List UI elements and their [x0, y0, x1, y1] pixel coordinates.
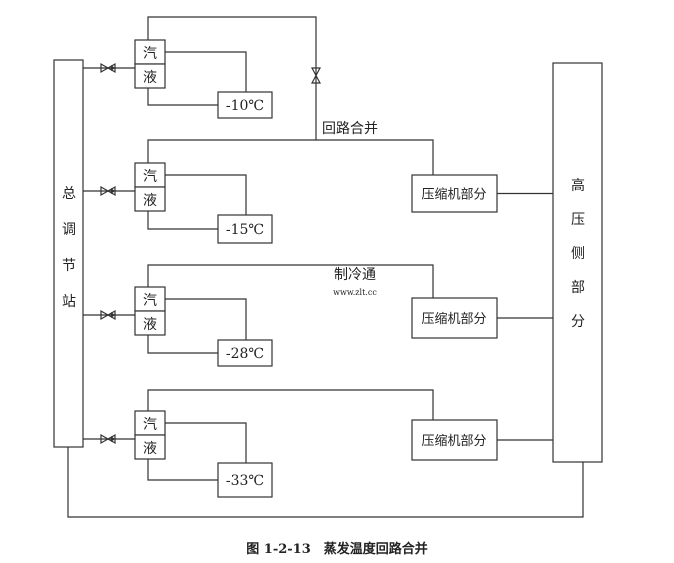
watermark-url: www.zlt.cc [333, 288, 377, 297]
pipe-line [165, 174, 247, 215]
liquid-box [134, 63, 166, 89]
merge-label: 回路合并 [322, 121, 378, 137]
valve-icon [100, 433, 116, 445]
temperature-label: -28℃ [226, 346, 264, 362]
temperature-label: -15℃ [226, 222, 264, 238]
suction-line [147, 264, 434, 298]
high-pressure-side-label: 压 [571, 212, 585, 228]
valve-arrow-icon [111, 65, 115, 71]
merge-line [147, 16, 317, 140]
liquid-label: 液 [143, 70, 157, 86]
valve-icon [311, 67, 321, 84]
pipe-line [147, 459, 218, 481]
temperature-box [217, 91, 273, 119]
vapor-label: 汽 [143, 417, 157, 433]
high-pressure-side-label: 侧 [571, 246, 585, 262]
temperature-label: -33℃ [226, 473, 264, 489]
liquid-box [134, 310, 166, 336]
temperature-label: -10℃ [226, 98, 264, 114]
liquid-label: 液 [143, 441, 157, 457]
compressor-label: 压缩机部分 [421, 187, 486, 203]
valve-arrow-icon [111, 436, 115, 442]
liquid-box [134, 186, 166, 212]
valve-arrow-icon [111, 188, 115, 194]
high-pressure-side-box [552, 62, 603, 463]
valve-icon [100, 309, 116, 321]
pipe-line [165, 298, 247, 340]
vapor-box [134, 39, 166, 65]
suction-line [147, 139, 434, 175]
return-line [67, 447, 584, 518]
control-station-label: 站 [62, 294, 76, 310]
valve-icon [100, 185, 116, 197]
pipe-line [147, 211, 218, 230]
pipe-line [147, 335, 218, 354]
watermark-logo: 制冷通 [334, 267, 376, 283]
high-pressure-side-label: 部 [571, 280, 585, 296]
control-station-label: 总 [62, 186, 76, 202]
valve-icon [100, 62, 116, 74]
vapor-label: 汽 [143, 169, 157, 185]
compressor-box [411, 419, 498, 461]
compressor-label: 压缩机部分 [421, 311, 486, 327]
vapor-label: 汽 [143, 293, 157, 309]
liquid-label: 液 [143, 317, 157, 333]
compressor-box [411, 297, 498, 339]
temperature-box [217, 462, 273, 498]
control-station-label: 调 [62, 222, 76, 238]
valve-arrow-icon [111, 312, 115, 318]
liquid-box [134, 434, 166, 460]
compressor-box [411, 174, 498, 213]
compressor-label: 压缩机部分 [421, 433, 486, 449]
liquid-label: 液 [143, 193, 157, 209]
temperature-box [217, 214, 273, 244]
control-station-label: 节 [62, 258, 76, 274]
vapor-label: 汽 [143, 46, 157, 62]
suction-line [147, 389, 434, 420]
high-pressure-side-label: 分 [571, 314, 585, 330]
high-pressure-side-label: 高 [571, 177, 585, 194]
pipe-line [165, 422, 247, 463]
vapor-box [134, 410, 166, 436]
figure-caption: 图 1-2-13 蒸发温度回路合并 [246, 541, 428, 557]
pipe-line [165, 51, 247, 92]
temperature-box [217, 339, 273, 367]
control-station-box [53, 59, 84, 448]
pipe-line [147, 88, 218, 106]
